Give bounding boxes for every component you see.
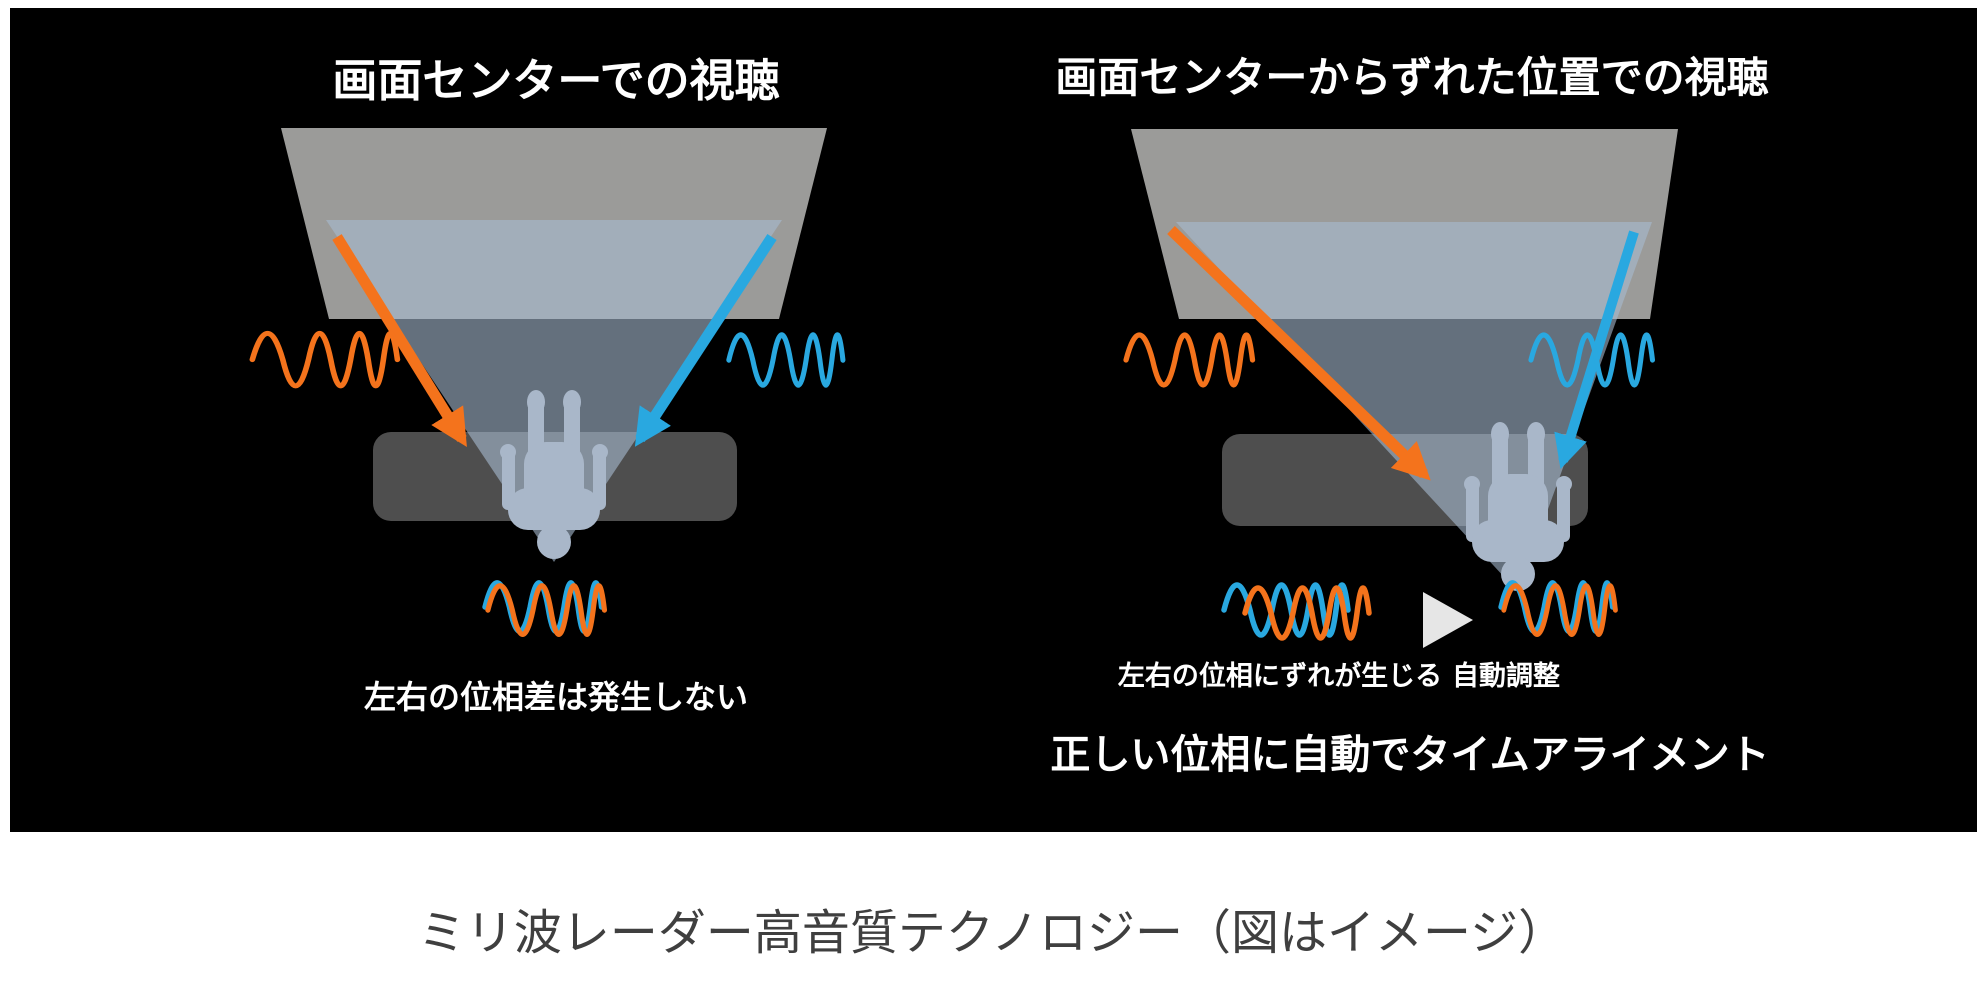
out-of-phase-wave-icon xyxy=(1224,585,1369,638)
right-panel-title: 画面センターからずれた位置での視聴 xyxy=(1055,56,1769,102)
corrected-in-phase-wave-icon xyxy=(1501,583,1616,635)
left-sound-cone xyxy=(326,220,782,562)
right-channel-wave-icon xyxy=(729,335,843,385)
in-phase-wave-icon xyxy=(485,583,605,635)
figure-caption: ミリ波レーダー高音質テクノロジー（図はイメージ） xyxy=(417,907,1567,960)
phase-shift-label: 左右の位相にずれが生じる xyxy=(1117,661,1443,691)
right-panel-caption: 正しい位相に自動でタイムアライメント xyxy=(1050,732,1770,777)
left-channel-wave-icon-2 xyxy=(1126,335,1252,385)
right-blue-audio-arrow xyxy=(1554,230,1639,470)
left-panel-caption: 左右の位相差は発生しない xyxy=(363,679,749,715)
auto-adjust-label: 自動調整 xyxy=(1452,661,1560,691)
left-blue-audio-arrow xyxy=(634,233,777,447)
auto-adjust-arrow-icon xyxy=(1423,592,1473,648)
left-channel-wave-icon xyxy=(252,333,397,386)
left-orange-audio-arrow xyxy=(332,234,467,447)
left-panel-title: 画面センターでの視聴 xyxy=(332,56,780,106)
right-orange-audio-arrow xyxy=(1167,226,1431,481)
